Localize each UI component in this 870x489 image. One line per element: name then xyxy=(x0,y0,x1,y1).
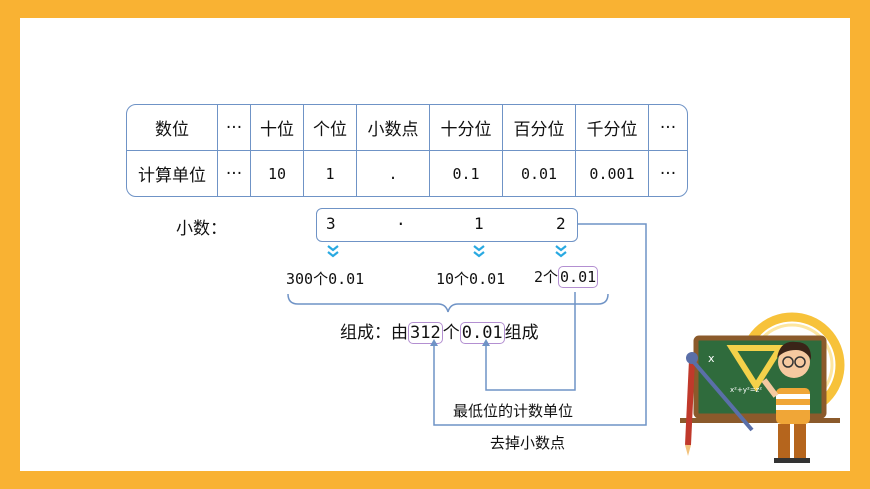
table-cell: 0.1 xyxy=(430,151,503,196)
chevron-down-icon xyxy=(473,245,485,258)
decimal-digit: 1 xyxy=(474,214,484,233)
svg-text:x: x xyxy=(708,352,715,365)
table-cell: 0.001 xyxy=(576,151,649,196)
table-cell: 0.01 xyxy=(503,151,576,196)
table-cell: 小数点 xyxy=(357,105,430,151)
table-cell: 千分位 xyxy=(576,105,649,151)
arrow-up-icon xyxy=(482,339,490,346)
table-cell: 百分位 xyxy=(503,105,576,151)
part-count: 2个 xyxy=(534,268,559,286)
decimal-point: . xyxy=(396,210,406,229)
count-highlight: 312 xyxy=(408,322,443,344)
unit-highlight: 0.01 xyxy=(459,322,505,344)
connector-remove-point xyxy=(433,223,647,426)
chevron-down-icon xyxy=(327,245,339,258)
composition-suffix: 组成 xyxy=(504,323,539,343)
composition-prefix: 组成：由 xyxy=(340,323,408,343)
composition-mid: 个 xyxy=(442,323,460,343)
table-row-place: 数位 ··· 十位 个位 小数点 十分位 百分位 千分位 ··· xyxy=(127,105,687,151)
table-cell: 10 xyxy=(251,151,304,196)
table-cell: 十位 xyxy=(251,105,304,151)
table-cell: ··· xyxy=(218,105,251,151)
arrow-up-icon xyxy=(430,339,438,346)
note-lowest-unit: 最低位的计数单位 xyxy=(453,402,574,420)
table-cell: 个位 xyxy=(304,105,357,151)
place-value-table: 数位 ··· 十位 个位 小数点 十分位 百分位 千分位 ··· 计算单位 ··… xyxy=(126,104,688,197)
curly-brace xyxy=(287,293,609,313)
table-cell: 十分位 xyxy=(430,105,503,151)
table-cell: ··· xyxy=(659,163,677,184)
decimal-label: 小数： xyxy=(176,219,227,239)
table-cell: . xyxy=(357,151,430,196)
decimal-digit: 3 xyxy=(326,214,336,233)
table-cell: 数位 xyxy=(127,105,218,151)
svg-text:x²+y²=z²: x²+y²=z² xyxy=(730,386,762,394)
note-remove-point: 去掉小数点 xyxy=(490,434,566,452)
table-row-units: 计算单位 ··· 10 1 . 0.1 0.01 0.001 ··· xyxy=(127,151,687,196)
table-cell: 1 xyxy=(304,151,357,196)
table-cell: ··· xyxy=(218,151,251,196)
unit-highlight: 0.01 xyxy=(558,266,599,288)
chevron-down-icon xyxy=(555,245,567,258)
part-hundreds: 300个0.01 xyxy=(286,270,365,288)
table-cell: ··· xyxy=(649,105,687,151)
decimal-digit: 2 xyxy=(556,214,566,233)
connector-lowest-unit xyxy=(485,292,576,391)
table-cell: 计算单位 xyxy=(127,151,218,196)
part-tenths: 10个0.01 xyxy=(436,270,506,288)
decimal-box xyxy=(316,208,578,242)
